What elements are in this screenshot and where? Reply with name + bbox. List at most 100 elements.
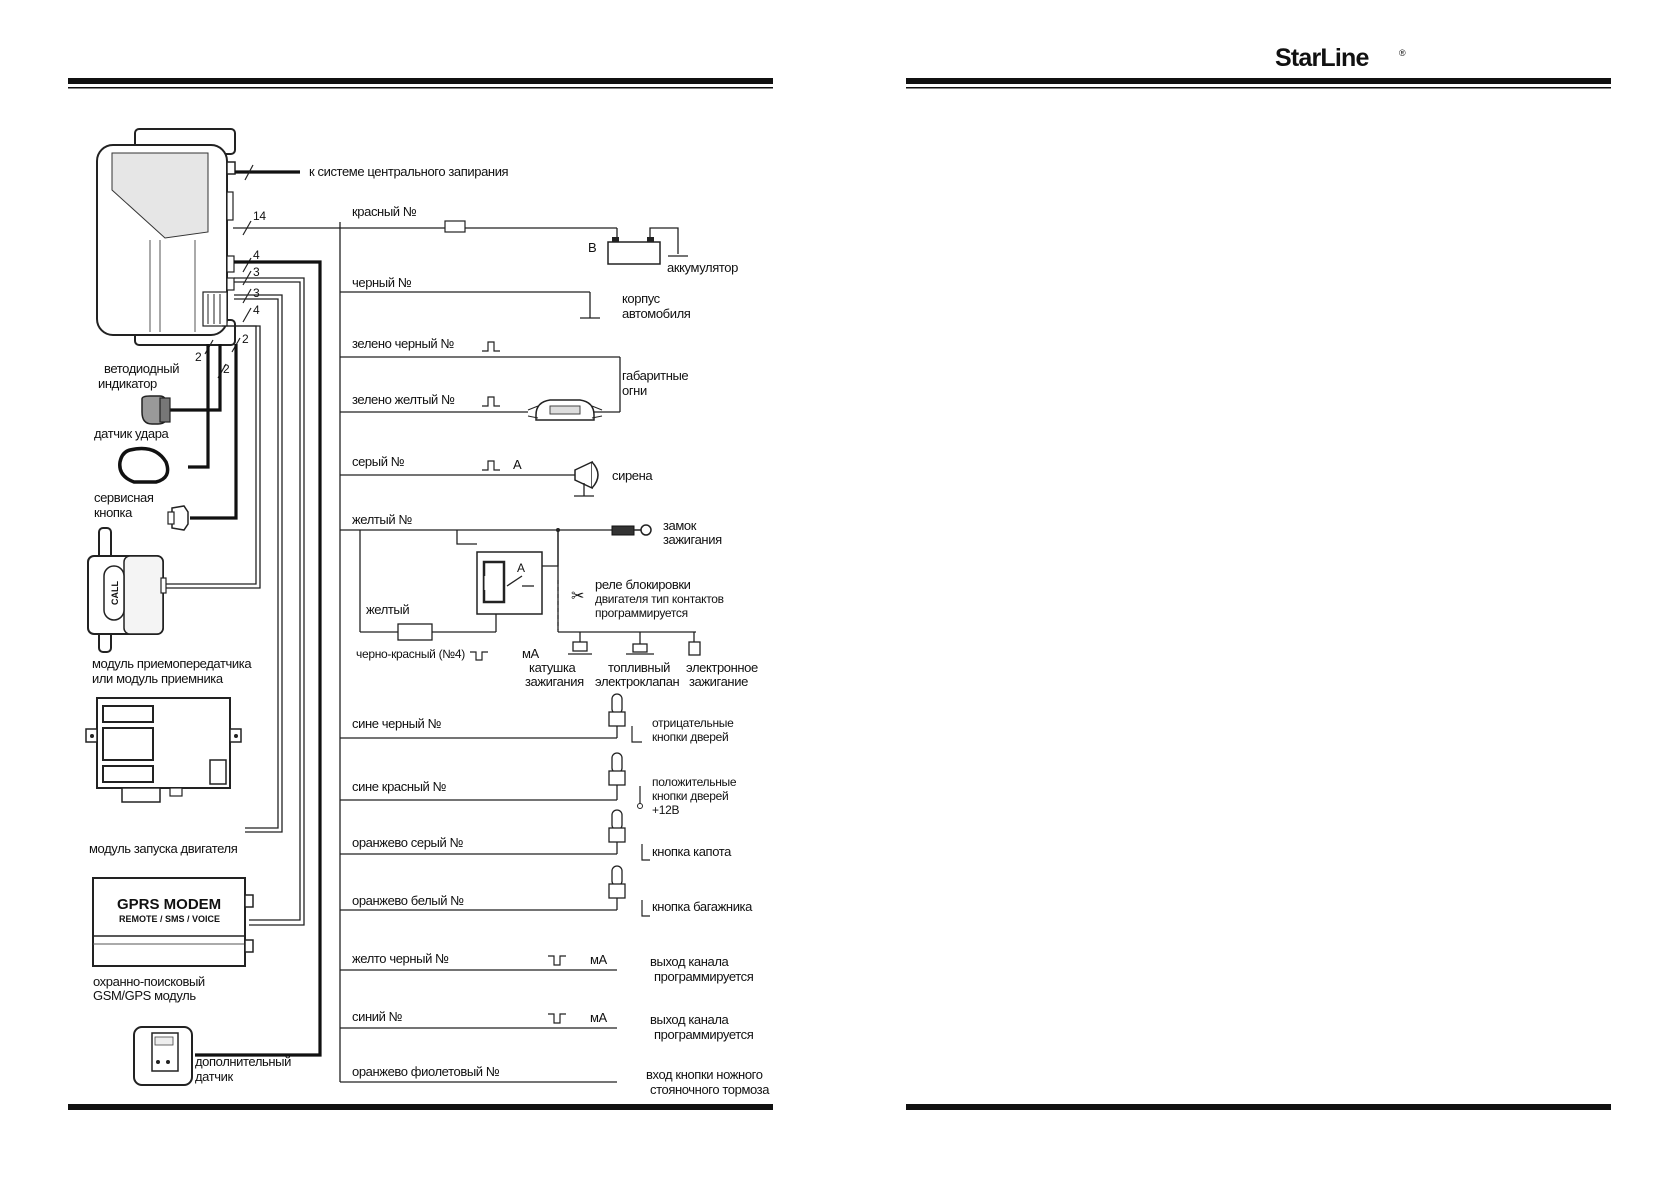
top-rule-left-thin (68, 87, 773, 89)
parking-lights-label-2: огни (622, 383, 647, 398)
positive-doors-label-3: +12В (652, 803, 679, 817)
call-button-text: CALL (110, 581, 120, 605)
siren-signal-a: А (513, 457, 522, 472)
central-lock-label: к системе центрального запирания (309, 164, 509, 179)
engine-start-label: модуль запуска двигателя (89, 841, 238, 856)
relay-ma-label: мА (522, 646, 540, 661)
registered-mark: ® (1399, 48, 1406, 58)
shock-sensor-label: датчик удара (94, 426, 170, 441)
electronic-ignition-icon (688, 641, 701, 656)
wire-label-green-black: зелено черный № (352, 336, 454, 351)
wire-count-14: 14 (253, 209, 266, 223)
wire-count-3a: 3 (253, 265, 260, 279)
shock-sensor-icon (118, 446, 170, 484)
electronic-label-1: электронное (686, 660, 758, 675)
brake-label-2: стояночного тормоза (650, 1082, 770, 1097)
wire-count-2a: 2 (195, 350, 202, 364)
gprs-modem-subtitle: REMOTE / SMS / VOICE (119, 914, 220, 924)
extra-sensor-icon (133, 1026, 193, 1086)
wire-label-red: красный № (352, 204, 417, 219)
trunk-label: кнопка багажника (652, 899, 753, 914)
wire-label-orange-grey: оранжево серый № (352, 835, 464, 850)
fuel-label-2: электроклапан (595, 674, 680, 689)
led-indicator-label-2: индикатор (98, 376, 157, 391)
transceiver-label-2: или модуль приемника (92, 671, 224, 686)
top-rule-left (68, 78, 773, 84)
relay-a-label: А (517, 561, 525, 575)
gprs-modem-title: GPRS MODEM (117, 896, 221, 913)
gprs-modem: GPRS MODEM REMOTE / SMS / VOICE (92, 877, 254, 967)
coil-label-1: катушка (529, 660, 577, 675)
relay-line-3: программируется (595, 606, 688, 620)
starline-logo: StarLine (1275, 44, 1370, 72)
battery-icon (607, 241, 661, 265)
relay-resistor (397, 623, 433, 641)
wire-label-orange-white: оранжево белый № (352, 893, 464, 908)
transceiver-module: CALL (87, 527, 167, 653)
top-rule-right-thin (906, 87, 1611, 89)
wire-label-green-yellow: зелено желтый № (352, 392, 455, 407)
extra-sensor-label-2: датчик (195, 1069, 234, 1084)
body-label-2: автомобиля (622, 306, 691, 321)
output2-label-2: программируется (654, 1027, 754, 1042)
output1-label-1: выход канала (650, 954, 730, 969)
wire-label-black: черный № (352, 275, 412, 290)
service-button-icon (167, 505, 189, 531)
wire-label-yellow: желтый № (352, 512, 412, 527)
wire-label-blue-black: сине черный № (352, 716, 442, 731)
service-button-label-2: кнопка (94, 505, 133, 520)
body-label-1: корпус (622, 291, 661, 306)
bottom-rule-left (68, 1104, 773, 1110)
hood-switch-icon (608, 809, 626, 843)
relay-title: реле блокировки (595, 577, 691, 592)
fuel-valve-icon (626, 643, 654, 655)
black-red-label: черно-красный (№4) (356, 647, 465, 661)
door-switch-icon-2 (608, 752, 626, 786)
battery-label: аккумулятор (667, 260, 738, 275)
brake-label-1: вход кнопки ножного (646, 1067, 763, 1082)
car-lights-icon (527, 399, 603, 421)
led-indicator-icon (141, 395, 171, 425)
extra-sensor-label-1: дополнительный (195, 1054, 291, 1069)
trunk-switch-icon (608, 865, 626, 899)
negative-doors-label-1: отрицательные (652, 716, 734, 730)
ignition-lock-icon (611, 524, 652, 536)
wire-label-blue: синий № (352, 1009, 403, 1024)
positive-doors-label-2: кнопки дверей (652, 789, 728, 803)
parking-lights-label-1: габаритные (622, 368, 688, 383)
siren-icon (574, 460, 599, 497)
wire-count-2b: 2 (242, 332, 249, 346)
ignition-label-1: замок (663, 518, 697, 533)
relay-line-2: двигателя тип контактов (595, 592, 724, 606)
electronic-label-2: зажигание (689, 674, 748, 689)
positive-doors-label-1: положительные (652, 775, 737, 789)
wire-count-4b: 4 (253, 303, 260, 317)
relay-yellow-label: желтый (366, 602, 409, 617)
output2-label-1: выход канала (650, 1012, 730, 1027)
ignition-coil-icon (568, 641, 592, 655)
wire-count-4a: 4 (253, 248, 260, 262)
scissors-icon: ✂ (571, 588, 584, 605)
wire-label-grey: серый № (352, 454, 405, 469)
wire-label-blue-red: сине красный № (352, 779, 447, 794)
hood-label: кнопка капота (652, 844, 732, 859)
door-switch-icon-1 (608, 693, 626, 727)
gsm-module-label-1: охранно-поисковый (93, 974, 205, 989)
transceiver-label-1: модуль приемопередатчика (92, 656, 252, 671)
battery-b-label: В (588, 240, 596, 255)
wire-count-2c: 2 (223, 362, 230, 376)
fuse-icon (444, 220, 466, 233)
service-button-label-1: сервисная (94, 490, 154, 505)
output1-ma: мА (590, 952, 608, 967)
gsm-module-label-2: GSM/GPS модуль (93, 988, 196, 1003)
output1-label-2: программируется (654, 969, 754, 984)
wire-label-yellow-black: желто черный № (352, 951, 449, 966)
siren-label: сирена (612, 468, 653, 483)
led-indicator-label-1: ветодиодный (104, 361, 179, 376)
top-rule-right (906, 78, 1611, 84)
fuel-label-1: топливный (608, 660, 670, 675)
output2-ma: мА (590, 1010, 608, 1025)
wire-label-orange-violet: оранжево фиолетовый № (352, 1064, 500, 1079)
